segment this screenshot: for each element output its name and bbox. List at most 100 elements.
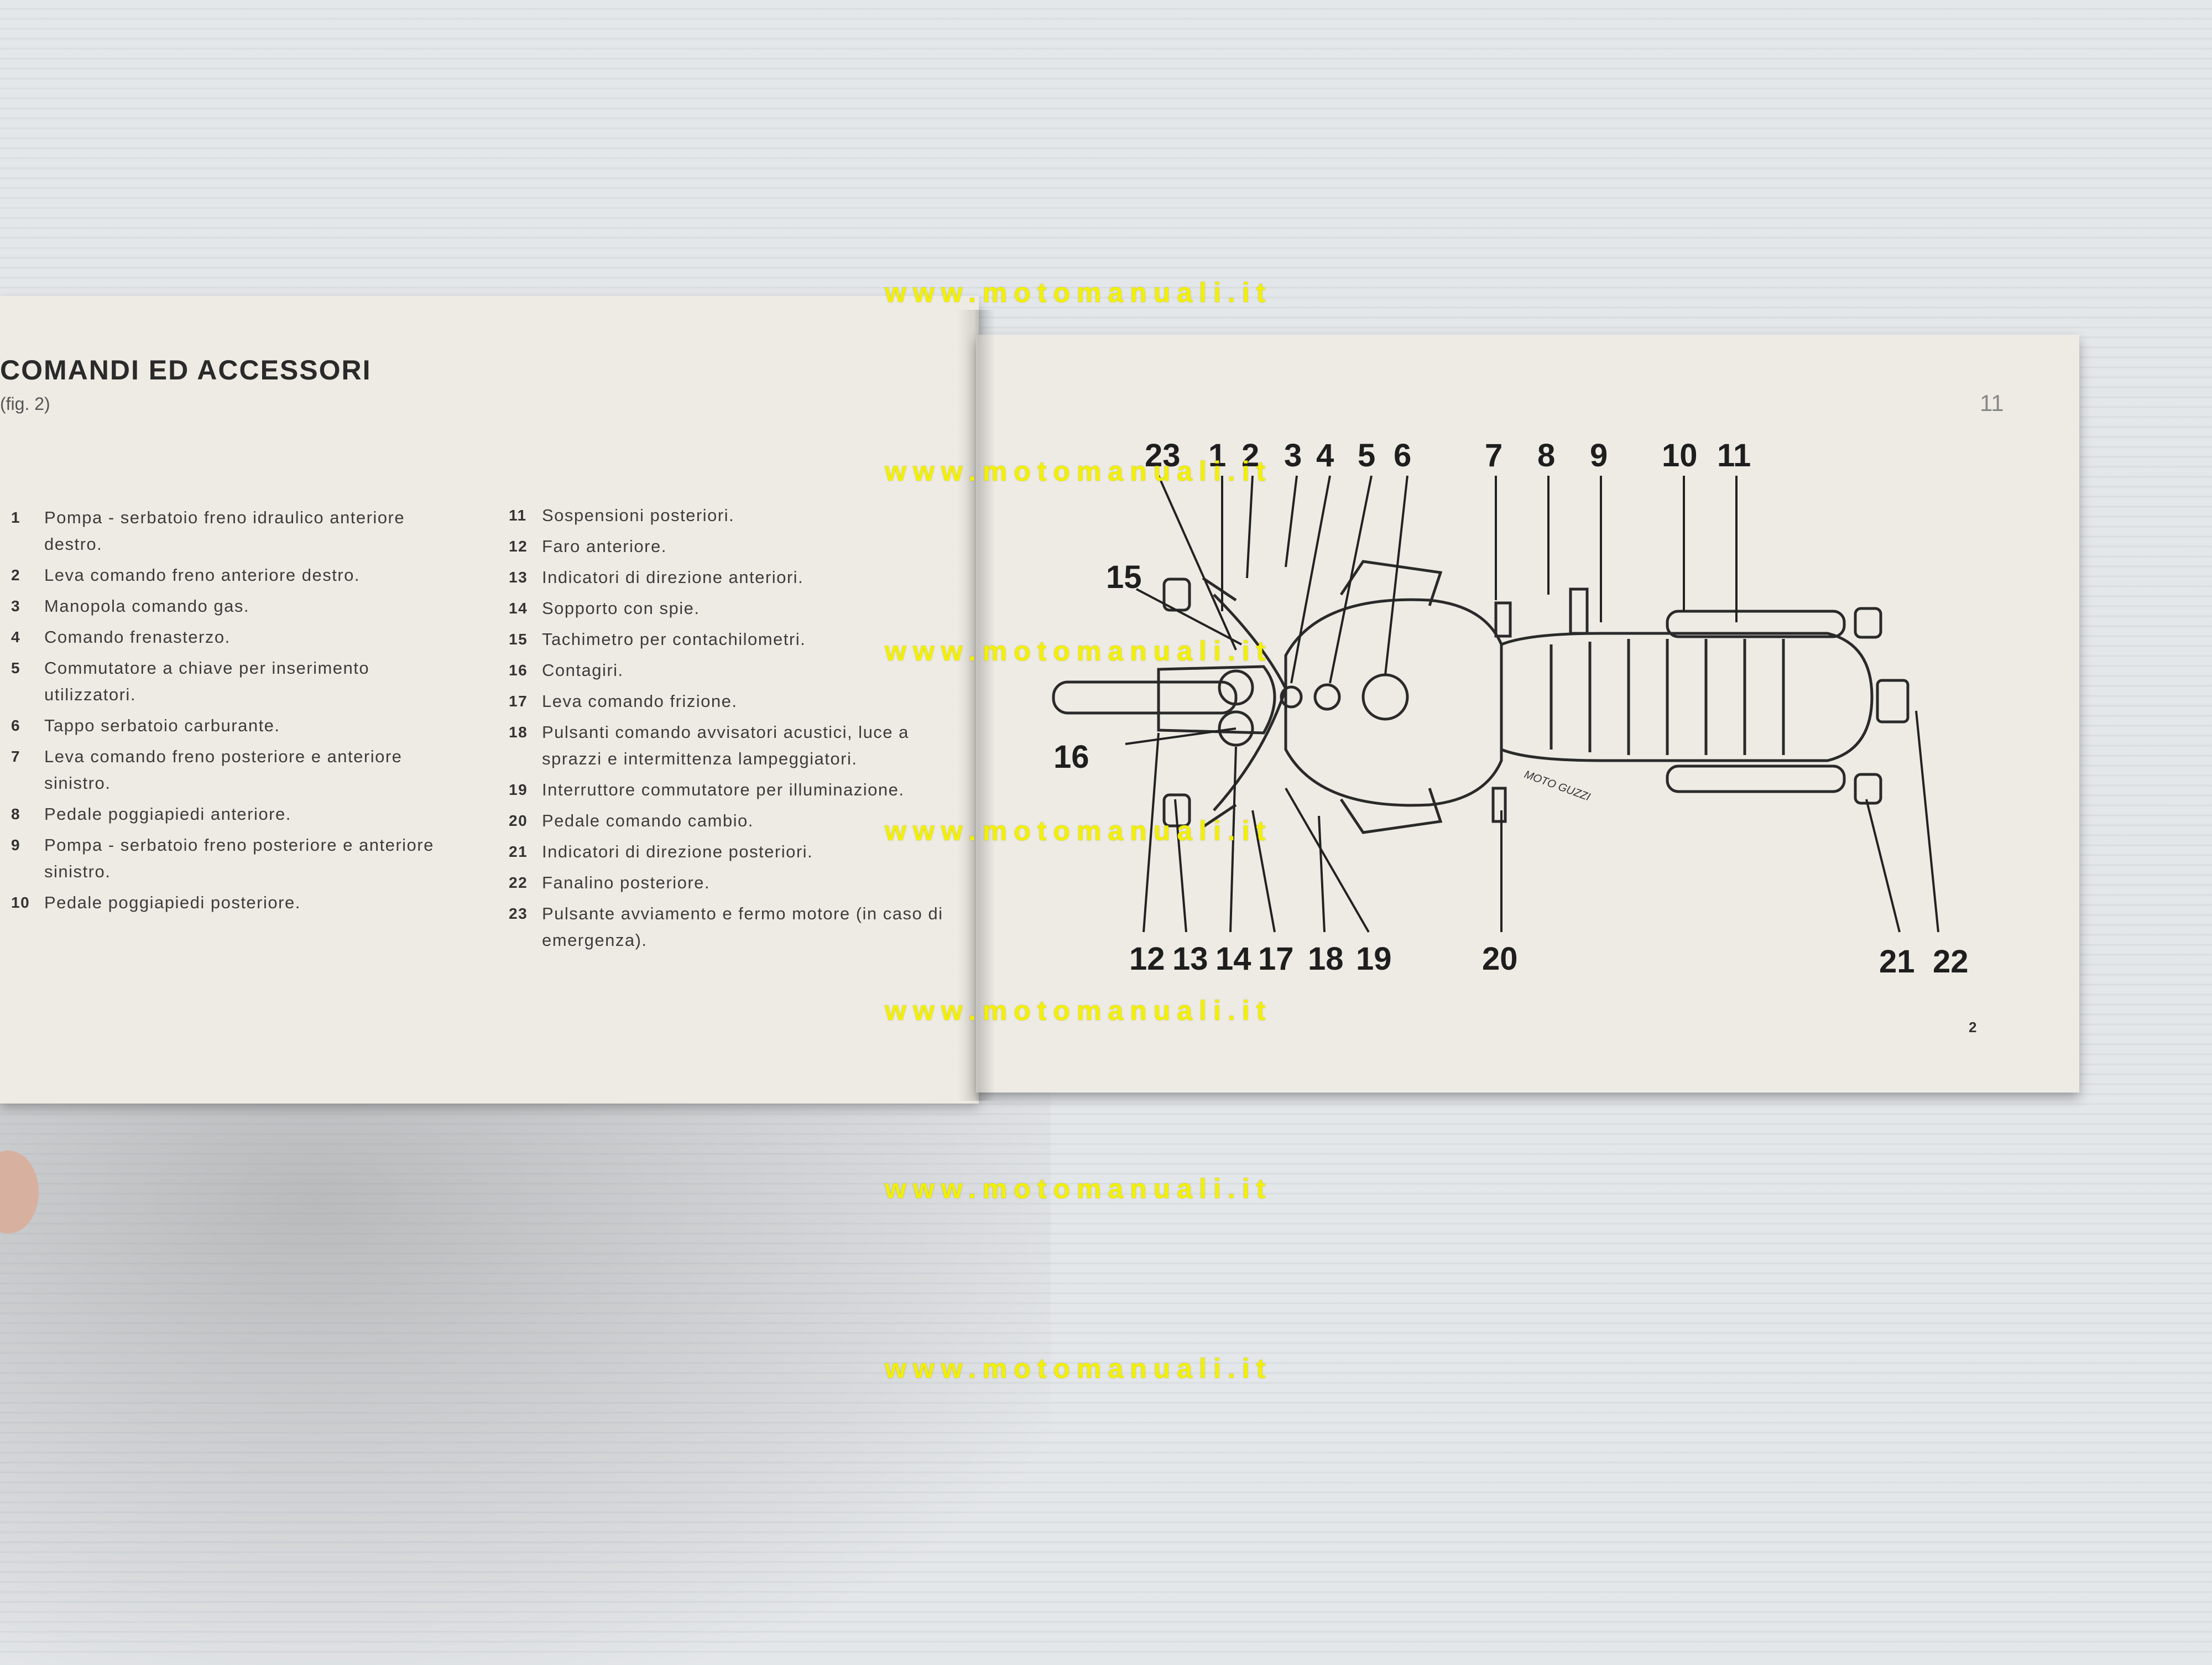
figure-reference: (fig. 2) — [0, 394, 50, 414]
manual-left-page — [0, 296, 979, 1104]
watermark-1: www.motomanuali.it — [885, 277, 1272, 308]
item-number: 3 — [11, 597, 21, 615]
footpeg-rear — [1569, 587, 1589, 635]
item-text: Interruttore commutatore per illuminazio… — [542, 780, 905, 799]
watermark-2: www.motomanuali.it — [885, 456, 1272, 487]
list-item: 18 Pulsanti comando avvisatori acustici, … — [509, 719, 962, 772]
item-text: Commutatore a chiave per inserimento uti… — [44, 658, 370, 704]
watermark-5: www.motomanuali.it — [885, 995, 1272, 1026]
item-text: Indicatori di direzione posteriori. — [542, 842, 813, 861]
item-number: 13 — [509, 569, 528, 586]
callout-18: 18 — [1308, 941, 1344, 977]
item-number: 21 — [509, 843, 528, 860]
callout-15: 15 — [1106, 559, 1142, 595]
item-text: Tachimetro per contachilometri. — [542, 629, 806, 649]
item-text: Tappo serbatoio carburante. — [44, 716, 280, 735]
item-number: 16 — [509, 662, 528, 679]
rear-indicator-right — [1854, 607, 1882, 639]
section-heading: COMANDI ED ACCESSORI — [0, 355, 372, 386]
item-number: 9 — [11, 836, 21, 854]
item-text: Pedale poggiapiedi posteriore. — [44, 893, 301, 912]
callout-22: 22 — [1933, 944, 1969, 980]
item-text: Leva comando freno anteriore destro. — [44, 565, 360, 585]
item-text: Faro anteriore. — [542, 537, 667, 556]
list-item: 21 Indicatori di direzione posteriori. — [509, 839, 962, 865]
callout-23: 23 — [1145, 438, 1181, 474]
watermark-7: www.motomanuali.it — [885, 1353, 1272, 1384]
item-number: 10 — [11, 894, 30, 911]
item-text: Contagiri. — [542, 660, 624, 680]
item-number: 12 — [509, 538, 528, 555]
gear-lever — [1491, 787, 1507, 823]
front-tyre — [1052, 680, 1238, 715]
item-text: Pompa - serbatoio freno idraulico anteri… — [44, 508, 405, 554]
steering-damper — [1280, 685, 1303, 709]
callout-4: 4 — [1316, 438, 1334, 474]
item-text: Indicatori di direzione anteriori. — [542, 568, 804, 587]
rear-indicator-left — [1854, 773, 1882, 805]
callout-11: 11 — [1717, 438, 1751, 474]
left-grip — [1202, 803, 1237, 829]
item-text: Pulsanti comando avvisatori acustici, lu… — [542, 722, 909, 768]
rear-silencer-right — [1666, 610, 1846, 638]
fuel-tank — [1284, 598, 1503, 807]
list-item: 3 Manopola comando gas. — [11, 593, 465, 620]
right-grip — [1202, 576, 1237, 602]
motorcycle-top-view-diagram: MOTO GUZZI — [1052, 475, 1939, 933]
callout-5: 5 — [1358, 438, 1376, 474]
list-item: 13 Indicatori di direzione anteriori. — [509, 564, 962, 591]
list-item: 12 Faro anteriore. — [509, 533, 962, 560]
controls-list-column-2: 11 Sospensioni posteriori. 12 Faro anterior… — [509, 502, 962, 958]
item-number: 1 — [11, 509, 21, 526]
tachometer — [1218, 710, 1254, 747]
page-number: 11 — [1980, 390, 2004, 416]
item-text: Pedale poggiapiedi anteriore. — [44, 804, 291, 824]
rear-silencer-left — [1666, 764, 1846, 793]
item-text: Leva comando frizione. — [542, 691, 738, 711]
item-text: Sospensioni posteriori. — [542, 506, 735, 525]
item-number: 18 — [509, 724, 528, 741]
callout-17: 17 — [1258, 941, 1294, 977]
left-cylinder — [1339, 788, 1443, 834]
key-switch — [1313, 683, 1341, 711]
callout-8: 8 — [1537, 438, 1556, 474]
watermark-6: www.motomanuali.it — [885, 1173, 1272, 1204]
seat — [1500, 632, 1874, 762]
watermark-4: www.motomanuali.it — [885, 815, 1272, 846]
list-item: 16 Contagiri. — [509, 657, 962, 684]
item-text: Manopola comando gas. — [44, 596, 250, 616]
item-number: 14 — [509, 600, 528, 617]
item-number: 4 — [11, 628, 21, 646]
item-text: Leva comando freno posteriore e anterior… — [44, 747, 403, 793]
book-gutter — [957, 310, 995, 1101]
rear-light — [1876, 679, 1910, 724]
item-number: 19 — [509, 781, 528, 798]
item-text: Pulsante avviamento e fermo motore (in c… — [542, 904, 943, 950]
list-item: 8 Pedale poggiapiedi anteriore. — [11, 801, 465, 828]
callout-13: 13 — [1172, 941, 1208, 977]
speedometer — [1218, 669, 1254, 706]
item-text: Sopporto con spie. — [542, 599, 700, 618]
fuel-cap — [1361, 673, 1409, 721]
item-number: 22 — [509, 874, 528, 891]
item-number: 8 — [11, 805, 21, 823]
item-number: 11 — [509, 507, 527, 524]
callout-3: 3 — [1284, 438, 1302, 474]
callout-2: 2 — [1241, 438, 1260, 474]
callout-21: 21 — [1879, 944, 1915, 980]
callout-6: 6 — [1394, 438, 1412, 474]
callout-9: 9 — [1590, 438, 1608, 474]
list-item: 14 Sopporto con spie. — [509, 595, 962, 622]
footpeg-front — [1494, 601, 1512, 638]
callout-10: 10 — [1662, 438, 1698, 474]
item-number: 20 — [509, 812, 528, 829]
callout-19: 19 — [1356, 941, 1392, 977]
